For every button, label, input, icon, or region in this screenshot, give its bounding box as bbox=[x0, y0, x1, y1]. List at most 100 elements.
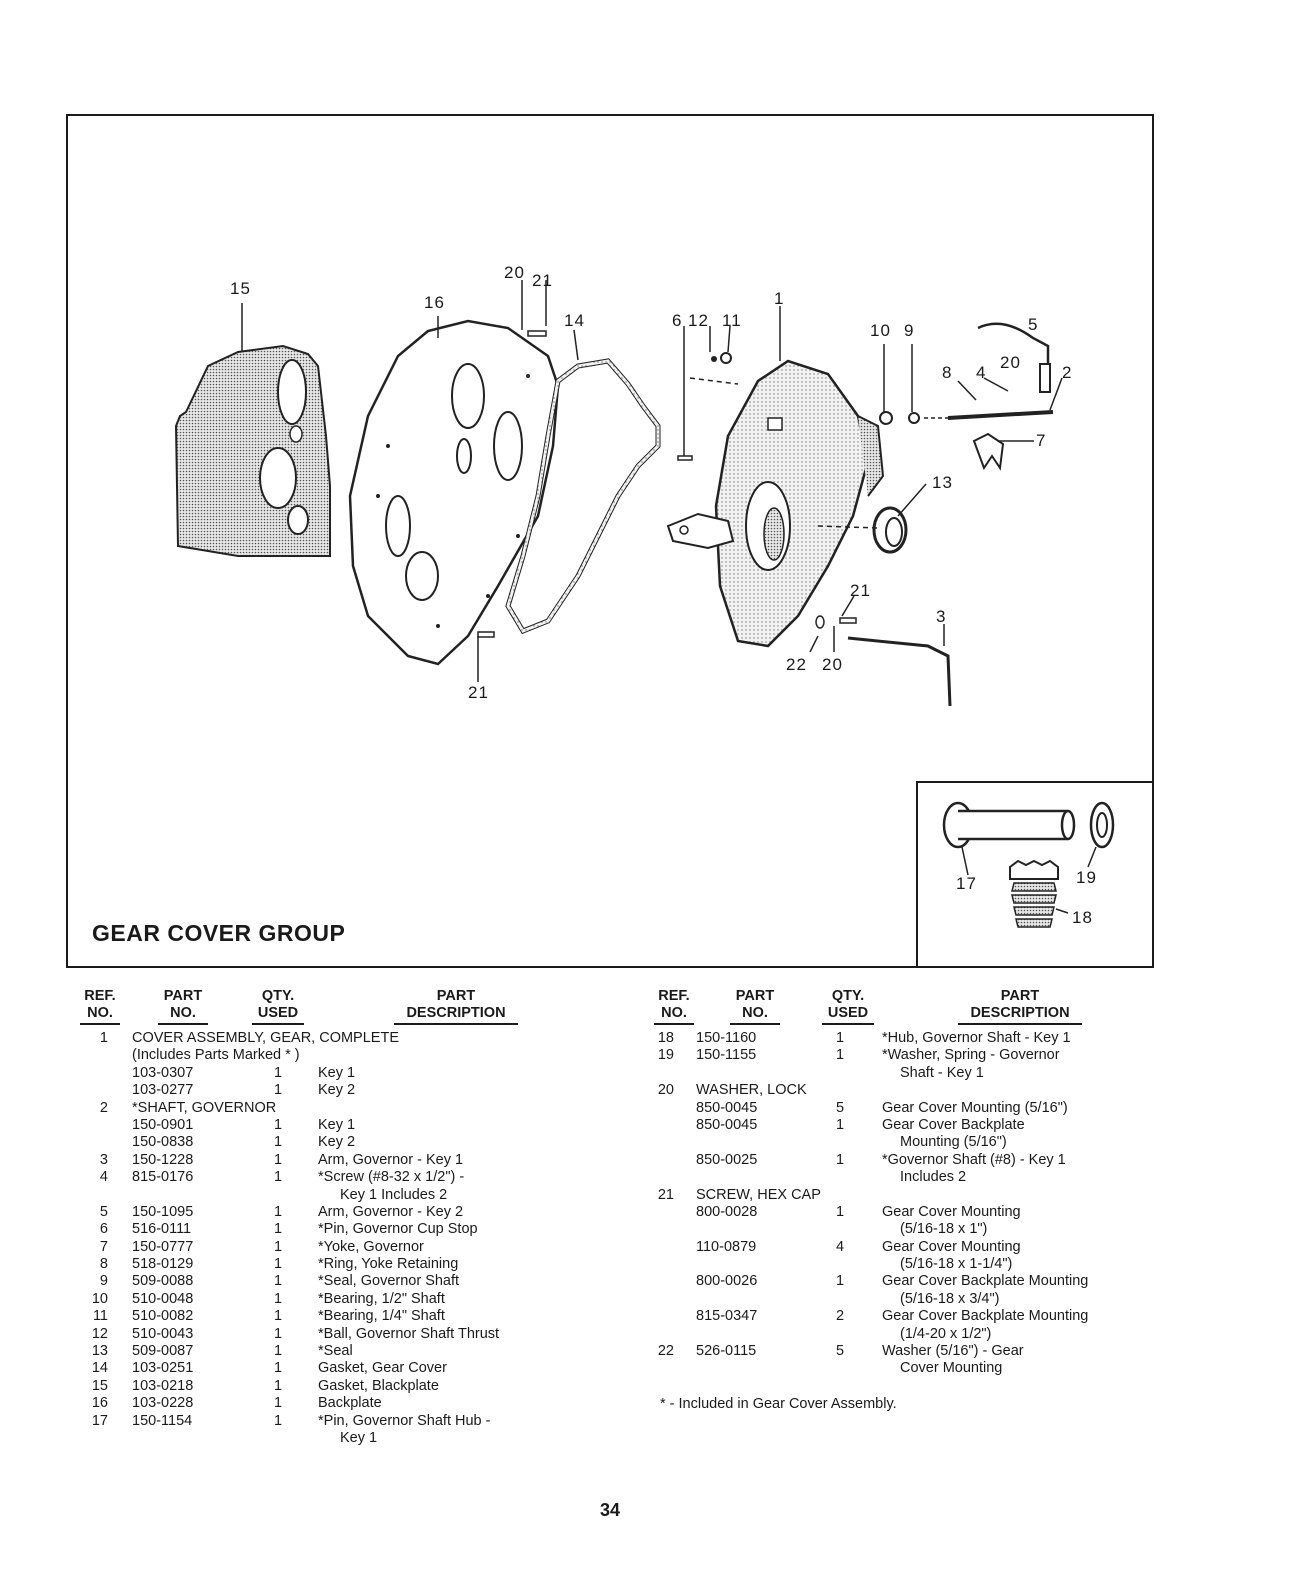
ref-no-cell: 21 bbox=[657, 1186, 674, 1203]
part-no-cell: 510-0048 bbox=[132, 1290, 194, 1307]
qty-cell: 1 bbox=[274, 1325, 283, 1342]
callout-21c: 21 bbox=[468, 683, 489, 702]
description-continued-cell: Includes 2 bbox=[900, 1169, 967, 1186]
description-cell: Gear Cover Backplate Mounting bbox=[882, 1308, 1089, 1325]
leader-lines bbox=[241, 280, 1063, 682]
section-heading-cell: *SHAFT, GOVERNOR bbox=[132, 1099, 277, 1116]
ref-no-cell: 20 bbox=[657, 1082, 674, 1099]
ref-no-cell: 10 bbox=[91, 1290, 108, 1307]
callout-15: 15 bbox=[230, 279, 251, 298]
callout-10: 10 bbox=[870, 321, 891, 340]
qty-cell: 1 bbox=[836, 1203, 845, 1220]
callout-19: 19 bbox=[1076, 868, 1097, 887]
qty-cell: 1 bbox=[836, 1273, 845, 1290]
part-no-cell: 103-0307 bbox=[132, 1064, 194, 1081]
ref-no-cell: 5 bbox=[99, 1203, 108, 1220]
ref-no-cell: 11 bbox=[92, 1308, 108, 1325]
part-no-cell: 110-0879 bbox=[696, 1238, 757, 1255]
description-continued-cell: Key 1 bbox=[340, 1429, 378, 1446]
description-cell: *Seal, Governor Shaft bbox=[318, 1273, 460, 1290]
part-no-cell: 150-1155 bbox=[696, 1047, 757, 1064]
callout-5: 5 bbox=[1028, 315, 1038, 334]
ref-no-cell: 7 bbox=[99, 1238, 108, 1255]
table-row: 20 WASHER, LOCK bbox=[654, 1082, 1154, 1099]
qty-cell: 1 bbox=[836, 1151, 845, 1168]
qty-cell: 1 bbox=[274, 1151, 283, 1168]
description-cell: Backplate bbox=[318, 1395, 382, 1412]
callout-1: 1 bbox=[774, 289, 784, 308]
callout-8: 8 bbox=[942, 363, 952, 382]
qty-cell: 4 bbox=[836, 1238, 845, 1255]
qty-cell: 1 bbox=[274, 1169, 283, 1186]
description-continued-cell: Mounting (5/16") bbox=[900, 1134, 1007, 1151]
description-cell: Gear Cover Backplate Mounting bbox=[882, 1273, 1089, 1290]
part-no-cell: 510-0043 bbox=[132, 1325, 194, 1342]
qty-cell: 5 bbox=[836, 1343, 845, 1360]
ref-no-cell: 14 bbox=[91, 1360, 108, 1377]
section-heading-cell: WASHER, LOCK bbox=[696, 1082, 807, 1099]
part-no-cell: 815-0347 bbox=[696, 1308, 758, 1325]
ref-no-cell: 6 bbox=[99, 1221, 108, 1238]
qty-cell: 1 bbox=[274, 1238, 283, 1255]
qty-cell: 1 bbox=[836, 1047, 845, 1064]
gasket-blackplate-part bbox=[174, 344, 331, 557]
description-cell: *Governor Shaft (#8) - Key 1 bbox=[882, 1151, 1066, 1168]
part-no-cell: 150-1154 bbox=[132, 1412, 193, 1429]
description-cell: Key 1 bbox=[318, 1116, 356, 1133]
figure-title: GEAR COVER GROUP bbox=[92, 920, 346, 946]
table-row: (5/16-18 x 1-1/4") bbox=[654, 1256, 1154, 1273]
table-row: Mounting (5/16") bbox=[654, 1134, 1154, 1151]
page-number: 34 bbox=[600, 1500, 621, 1520]
callout-17: 17 bbox=[956, 874, 977, 893]
qty-cell: 1 bbox=[274, 1203, 283, 1220]
footnote: * - Included in Gear Cover Assembly. bbox=[660, 1396, 897, 1412]
header-ref-left: REF.NO. bbox=[80, 988, 120, 1025]
ref-no-cell: 4 bbox=[99, 1169, 108, 1186]
qty-cell: 1 bbox=[274, 1082, 283, 1099]
part-no-cell: 103-0251 bbox=[132, 1360, 194, 1377]
callout-7: 7 bbox=[1036, 431, 1046, 450]
description-cell: Key 2 bbox=[318, 1082, 356, 1099]
part-no-cell: 516-0111 bbox=[132, 1221, 192, 1238]
description-cell: *Hub, Governor Shaft - Key 1 bbox=[882, 1030, 1071, 1046]
description-continued-cell: Shaft - Key 1 bbox=[900, 1064, 984, 1081]
table-row: (Includes Parts Marked * ) bbox=[80, 1047, 560, 1064]
description-cell: Gear Cover Mounting bbox=[882, 1238, 1021, 1255]
ref-no-cell: 8 bbox=[99, 1256, 108, 1273]
gasket-gear-cover-part bbox=[505, 358, 661, 635]
description-continued-cell: (5/16-18 x 3/4") bbox=[900, 1290, 1000, 1307]
ref-no-cell: 17 bbox=[91, 1412, 108, 1429]
part-no-cell: 150-0777 bbox=[132, 1238, 194, 1255]
qty-cell: 2 bbox=[836, 1308, 845, 1325]
qty-cell: 1 bbox=[274, 1308, 283, 1325]
spring-washer-part bbox=[1089, 801, 1115, 849]
description-cell: Key 2 bbox=[318, 1134, 356, 1151]
table-row: (5/16-18 x 1") bbox=[654, 1221, 1154, 1238]
part-no-cell: 103-0228 bbox=[132, 1395, 194, 1412]
qty-cell: 1 bbox=[274, 1134, 283, 1151]
part-no-cell: 815-0176 bbox=[132, 1169, 194, 1186]
callout-9: 9 bbox=[904, 321, 914, 340]
part-no-cell: 150-1095 bbox=[132, 1203, 194, 1220]
